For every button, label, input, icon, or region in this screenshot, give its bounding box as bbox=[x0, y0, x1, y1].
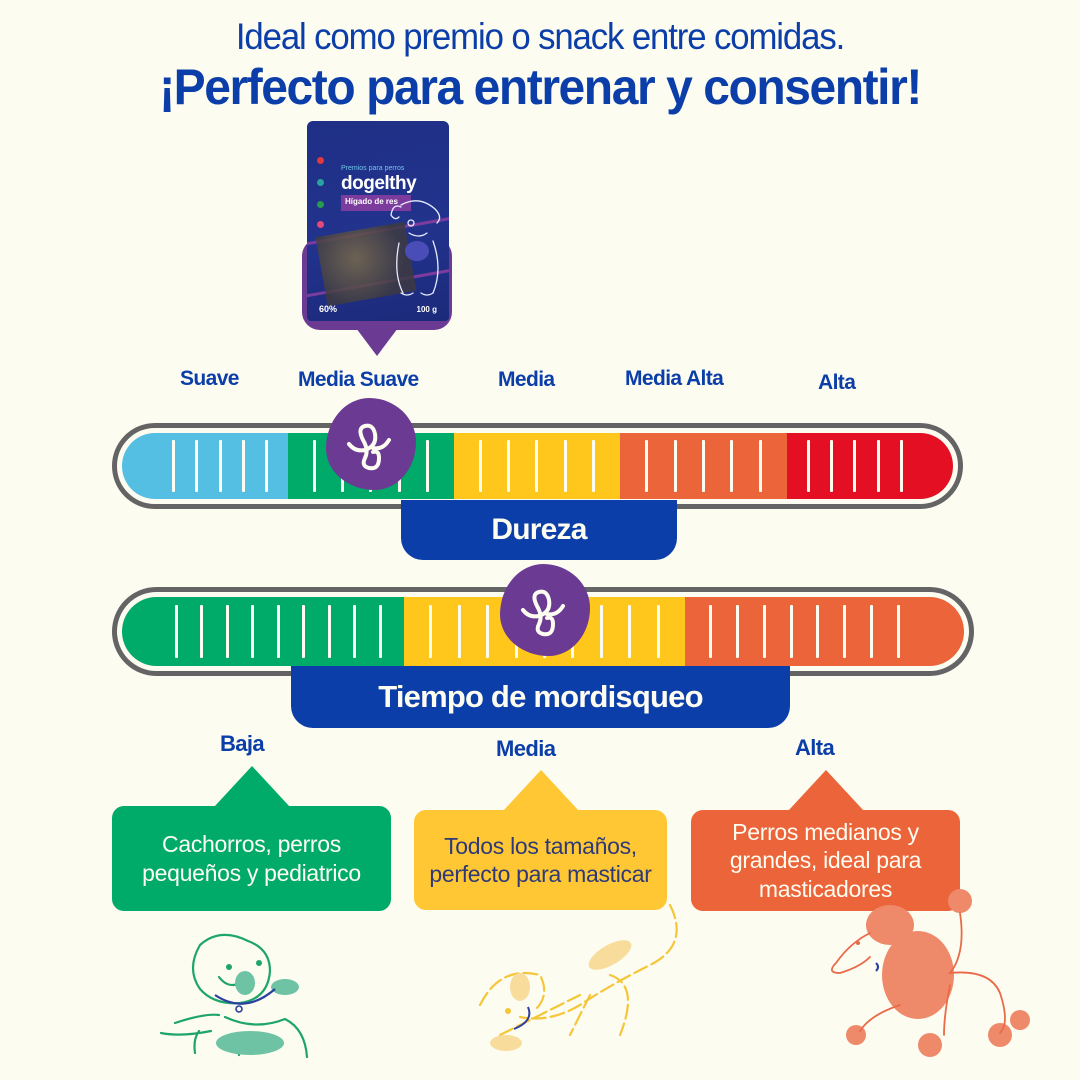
hardness-label-media: Media bbox=[498, 368, 555, 391]
hardness-segment-suave bbox=[122, 433, 288, 499]
subtitle: Ideal como premio o snack entre comidas. bbox=[235, 16, 845, 57]
hardness-marker bbox=[326, 398, 416, 490]
description-bubble-alta: Perros medianos y grandes, ideal para ma… bbox=[691, 810, 960, 911]
description-bubble-media: Todos los tamaños, perfecto para mastica… bbox=[414, 810, 667, 910]
hardness-label-suave: Suave bbox=[180, 367, 239, 390]
bulldog-illustration bbox=[159, 933, 309, 1059]
bubble-arrow-alta bbox=[788, 770, 864, 811]
dogelthy-logo-icon bbox=[521, 589, 565, 637]
dogelthy-logo-icon bbox=[347, 423, 391, 471]
hardness-segment-media bbox=[454, 433, 620, 499]
product-brand: dogelthy bbox=[341, 173, 417, 194]
hardness-label-media-alta: Media Alta bbox=[625, 367, 724, 390]
bubble-arrow-media bbox=[503, 770, 579, 811]
product-protein: 60% bbox=[319, 304, 338, 314]
hardness-label-alta: Alta bbox=[818, 371, 856, 394]
playful-dog-illustration bbox=[478, 903, 678, 1051]
bubble-arrow-baja bbox=[214, 766, 290, 807]
chew-segment-baja bbox=[122, 597, 404, 666]
feature-icon bbox=[317, 157, 324, 164]
hardness-segment-media-alta bbox=[620, 433, 787, 499]
product-image: Premios para perros dogelthy Hígado de r… bbox=[307, 121, 449, 321]
product-tagline: Premios para perros bbox=[341, 165, 405, 172]
hardness-bar-fill bbox=[122, 433, 953, 499]
feature-icon bbox=[317, 221, 324, 228]
dog-outline-icon bbox=[390, 200, 441, 296]
poodle-illustration bbox=[830, 889, 1030, 1057]
page-title: ¡Perfecto para entrenar y consentir! bbox=[159, 59, 922, 115]
chew-label-alta: Alta bbox=[795, 735, 835, 760]
hardness-title-tab: Dureza bbox=[401, 500, 677, 560]
chew-segment-alta bbox=[685, 597, 964, 666]
feature-icon bbox=[317, 201, 324, 208]
chew-label-media: Media bbox=[496, 736, 556, 761]
feature-icon bbox=[317, 179, 324, 186]
product-weight: 100 g bbox=[416, 305, 437, 314]
chew-label-baja: Baja bbox=[220, 731, 265, 756]
chew-time-marker bbox=[500, 564, 590, 656]
product-pointer bbox=[350, 320, 404, 356]
hardness-segment-alta bbox=[787, 433, 953, 499]
hardness-label-media-suave: Media Suave bbox=[298, 368, 419, 391]
chew-time-title-tab: Tiempo de mordisqueo bbox=[291, 666, 790, 728]
description-bubble-baja: Cachorros, perros pequeños y pediatrico bbox=[112, 806, 391, 911]
product-flavor: Hígado de res bbox=[341, 195, 411, 211]
